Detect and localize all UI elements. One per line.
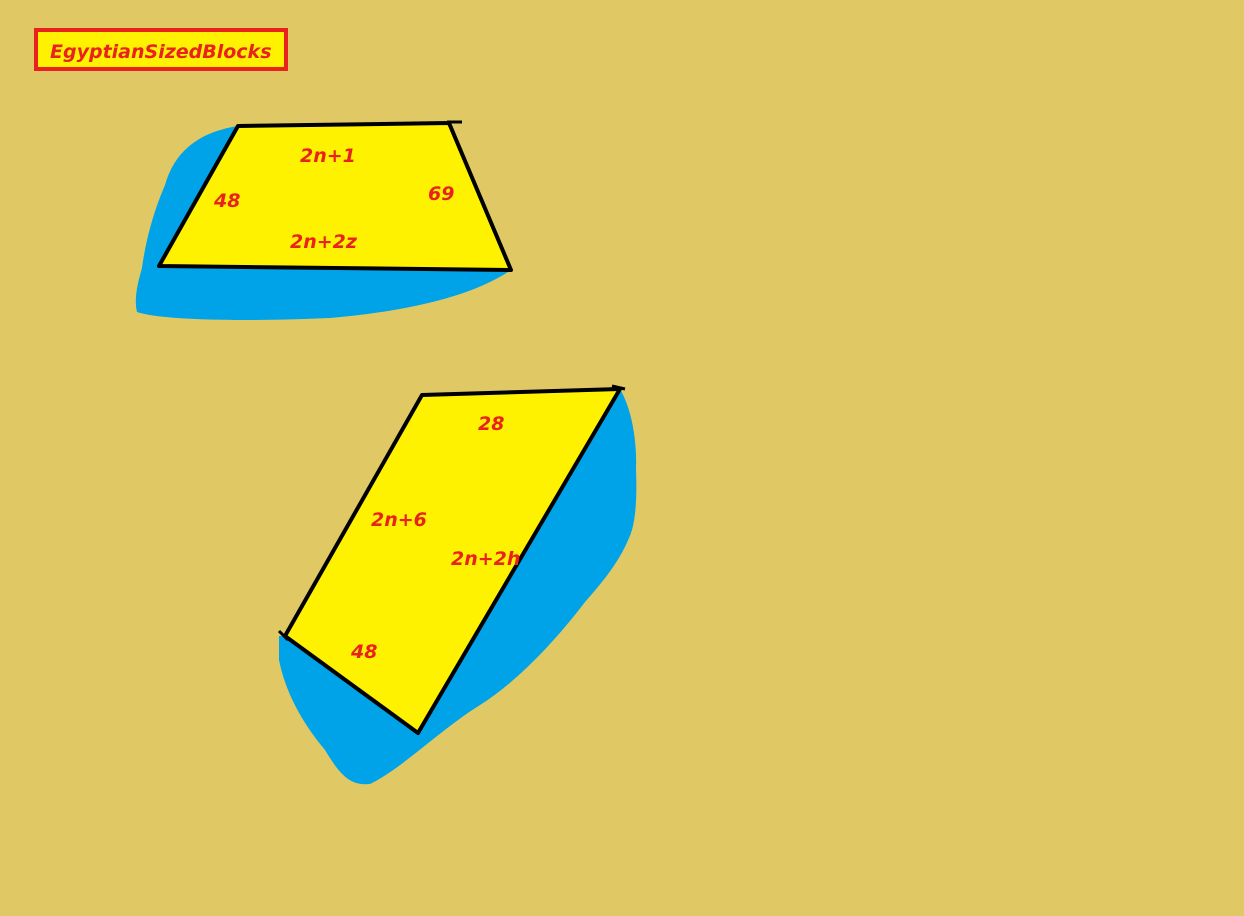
block-bottom-edge-tick-2 — [277, 629, 290, 642]
block-top-top-label: 2n+1 — [300, 145, 356, 167]
title-box: EgyptianSizedBlocks — [34, 28, 288, 71]
block-top-left-label: 48 — [213, 190, 240, 212]
block-top-face — [157, 121, 513, 272]
block-top-shadow — [135, 126, 512, 320]
block-bottom-face — [283, 387, 622, 735]
block-top-right-label: 69 — [428, 183, 454, 205]
block-bottom-edge-tick — [611, 384, 626, 391]
block-top: 2n+1 48 69 2n+2z — [135, 120, 513, 320]
block-bottom-shadow — [279, 389, 637, 785]
block-bottom-bottom-label: 48 — [350, 641, 377, 663]
title-text: EgyptianSizedBlocks — [50, 41, 272, 63]
block-bottom-top-label: 28 — [478, 413, 504, 435]
block-bottom: 28 2n+6 2n+2h 48 — [277, 384, 637, 785]
block-bottom-right-label: 2n+2h — [451, 548, 520, 570]
block-top-bottom-label: 2n+2z — [290, 231, 358, 253]
block-bottom-left-label: 2n+6 — [371, 509, 427, 531]
